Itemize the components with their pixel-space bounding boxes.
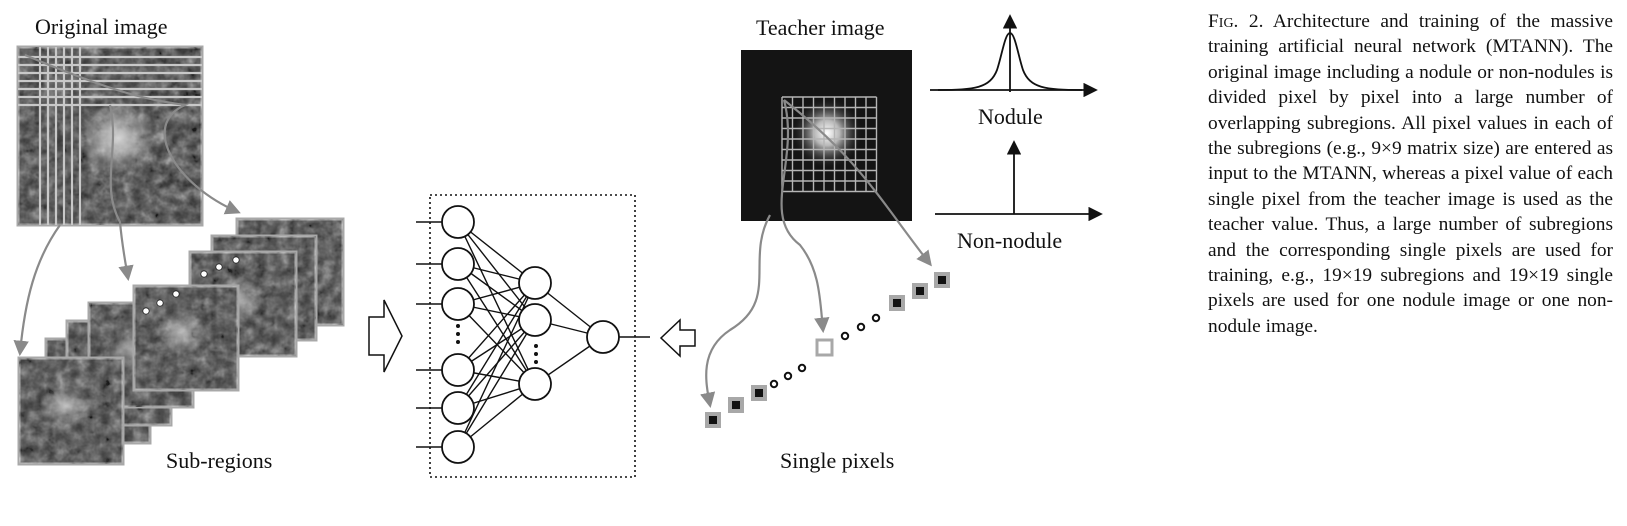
single-pixels-row — [705, 272, 950, 428]
input-node — [441, 430, 475, 464]
continuation-dot — [215, 263, 223, 271]
label-original-image: Original image — [35, 14, 168, 39]
continuation-dot — [172, 290, 180, 298]
continuation-dot — [769, 379, 779, 389]
teacher-arrow — [659, 318, 696, 358]
input-arrow — [368, 299, 403, 373]
label-sub-regions: Sub-regions — [166, 448, 273, 473]
single-pixel-highlighted — [815, 338, 834, 357]
hidden-node — [518, 367, 552, 401]
sub-region-stacks — [17, 217, 345, 466]
mtann-architecture-figure: Original image Sub-regions Teacher image… — [13, 14, 1103, 478]
input-node — [441, 391, 475, 425]
continuation-dot — [142, 307, 150, 315]
neural-network — [416, 194, 650, 478]
caption-text: Architecture and training of the massive… — [1208, 11, 1614, 337]
label-nodule: Nodule — [978, 104, 1043, 129]
ellipsis-dots — [456, 324, 538, 364]
continuation-dot — [871, 313, 881, 323]
input-node — [441, 287, 475, 321]
label-teacher-image: Teacher image — [756, 15, 885, 40]
hidden-node — [518, 303, 552, 337]
nodule-profile-plot — [930, 14, 1098, 98]
label-non-nodule: Non-nodule — [957, 228, 1063, 253]
sampling-arrows-right — [700, 99, 932, 409]
continuation-dot — [783, 371, 793, 381]
continuation-dot — [156, 299, 164, 307]
continuation-dot — [232, 256, 240, 264]
non-nodule-profile-plot — [935, 140, 1103, 222]
figure-caption: Fig. 2. Architecture and training of the… — [1208, 9, 1613, 339]
continuation-dot — [856, 322, 866, 332]
continuation-dot — [200, 270, 208, 278]
input-node — [441, 247, 475, 281]
caption-figure-label: Fig. 2. — [1208, 11, 1264, 32]
hidden-node — [518, 266, 552, 300]
continuation-dot — [797, 363, 807, 373]
input-node — [441, 205, 475, 239]
output-node — [586, 320, 620, 354]
continuation-dot — [840, 331, 850, 341]
sampling-arrows-left — [13, 53, 241, 357]
figure-drawing — [13, 14, 1103, 478]
pixel-grid-overlay — [781, 96, 878, 193]
input-node — [441, 353, 475, 387]
label-single-pixels: Single pixels — [780, 448, 895, 473]
original-image — [16, 45, 204, 227]
